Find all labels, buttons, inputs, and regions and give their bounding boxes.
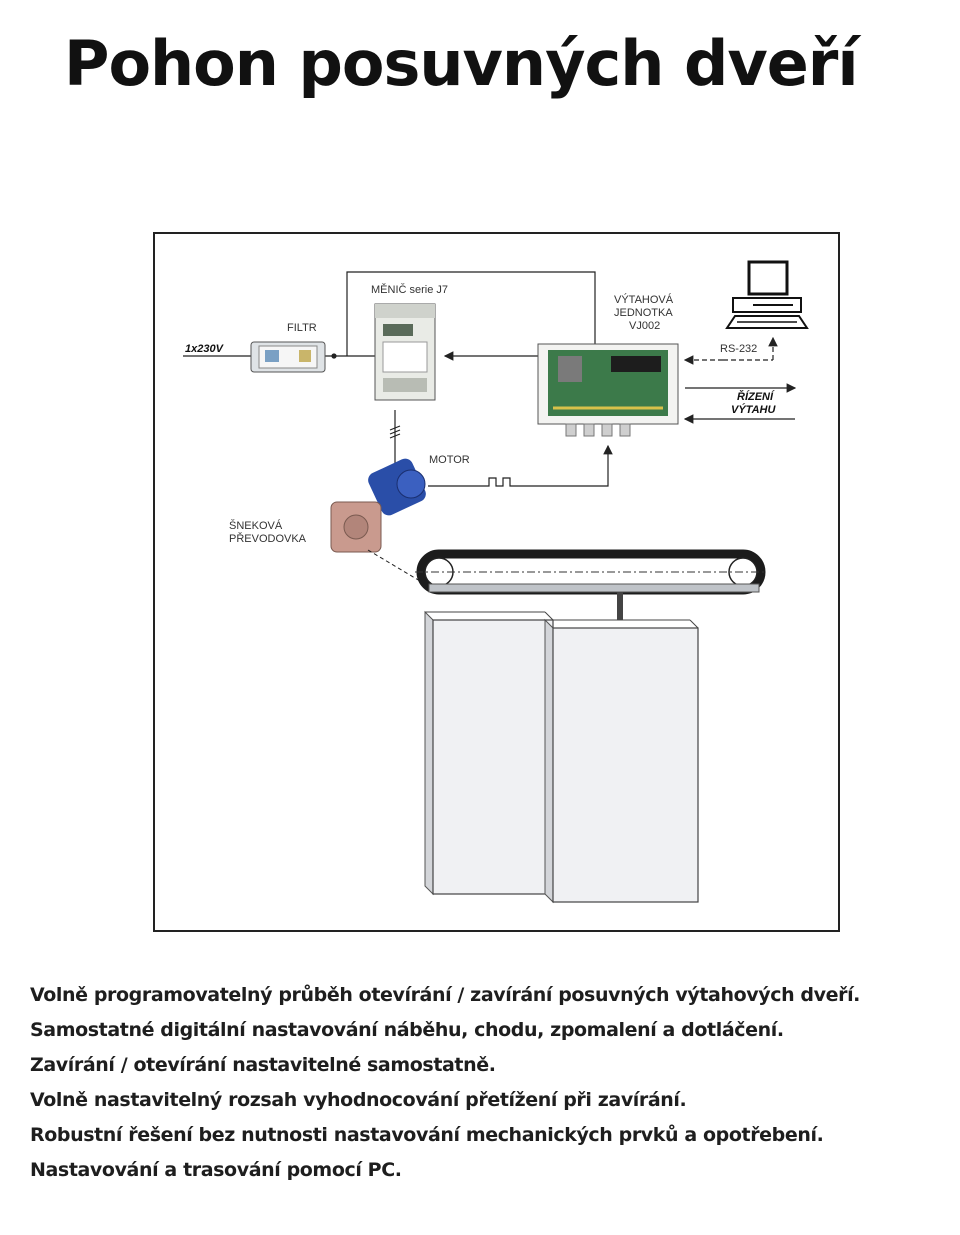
diagram-canvas: 1x230V FILTR MĚNIČ serie J7 VÝTAHOVÁ JED… xyxy=(153,232,840,932)
feature-item: Zavírání / otevírání nastavitelné samost… xyxy=(30,1054,496,1076)
motor-device xyxy=(368,458,426,516)
gearbox-label-line1: ŠNEKOVÁ xyxy=(229,519,283,532)
inverter-device xyxy=(374,303,436,401)
feature-item: Samostatné digitální nastavování náběhu,… xyxy=(30,1019,784,1041)
unit-label-line2: JEDNOTKA xyxy=(614,307,673,319)
lift-control-unit xyxy=(537,343,679,437)
belt-drive xyxy=(415,549,766,620)
inverter-to-unit-loop xyxy=(346,271,596,356)
door-drive-diagram: 1x230V FILTR MĚNIČ serie J7 VÝTAHOVÁ JED… xyxy=(153,232,840,932)
control-label-line1: ŘÍZENÍ xyxy=(737,390,775,403)
motor-label: MOTOR xyxy=(429,454,470,466)
pc-computer-icon xyxy=(725,260,809,329)
filter-device xyxy=(250,341,326,373)
rs232-label: RS-232 xyxy=(720,343,757,355)
unit-label-line1: VÝTAHOVÁ xyxy=(614,293,674,306)
gearbox-label-line2: PŘEVODOVKA xyxy=(229,532,307,545)
filter-label: FILTR xyxy=(287,322,317,334)
inverter-label: MĚNIČ serie J7 xyxy=(371,283,448,296)
unit-label-line3: VJ002 xyxy=(629,320,660,332)
feature-item: Robustní řešení bez nutnosti nastavování… xyxy=(30,1124,824,1146)
feature-item: Nastavování a trasování pomocí PC. xyxy=(30,1159,402,1181)
sliding-doors xyxy=(424,610,699,904)
control-label-line2: VÝTAHU xyxy=(731,403,776,416)
worm-gearbox-device xyxy=(330,501,382,553)
feature-item: Volně nastavitelný rozsah vyhodnocování … xyxy=(30,1089,687,1111)
junction-dot xyxy=(331,353,337,359)
page-title: Pohon posuvných dveří xyxy=(64,27,859,100)
feature-item: Volně programovatelný průběh otevírání /… xyxy=(30,984,860,1006)
wiring xyxy=(183,271,797,487)
encoder-signal-wire xyxy=(428,444,613,487)
feature-list: Volně programovatelný průběh otevírání /… xyxy=(30,978,940,1188)
supply-label: 1x230V xyxy=(185,343,225,355)
